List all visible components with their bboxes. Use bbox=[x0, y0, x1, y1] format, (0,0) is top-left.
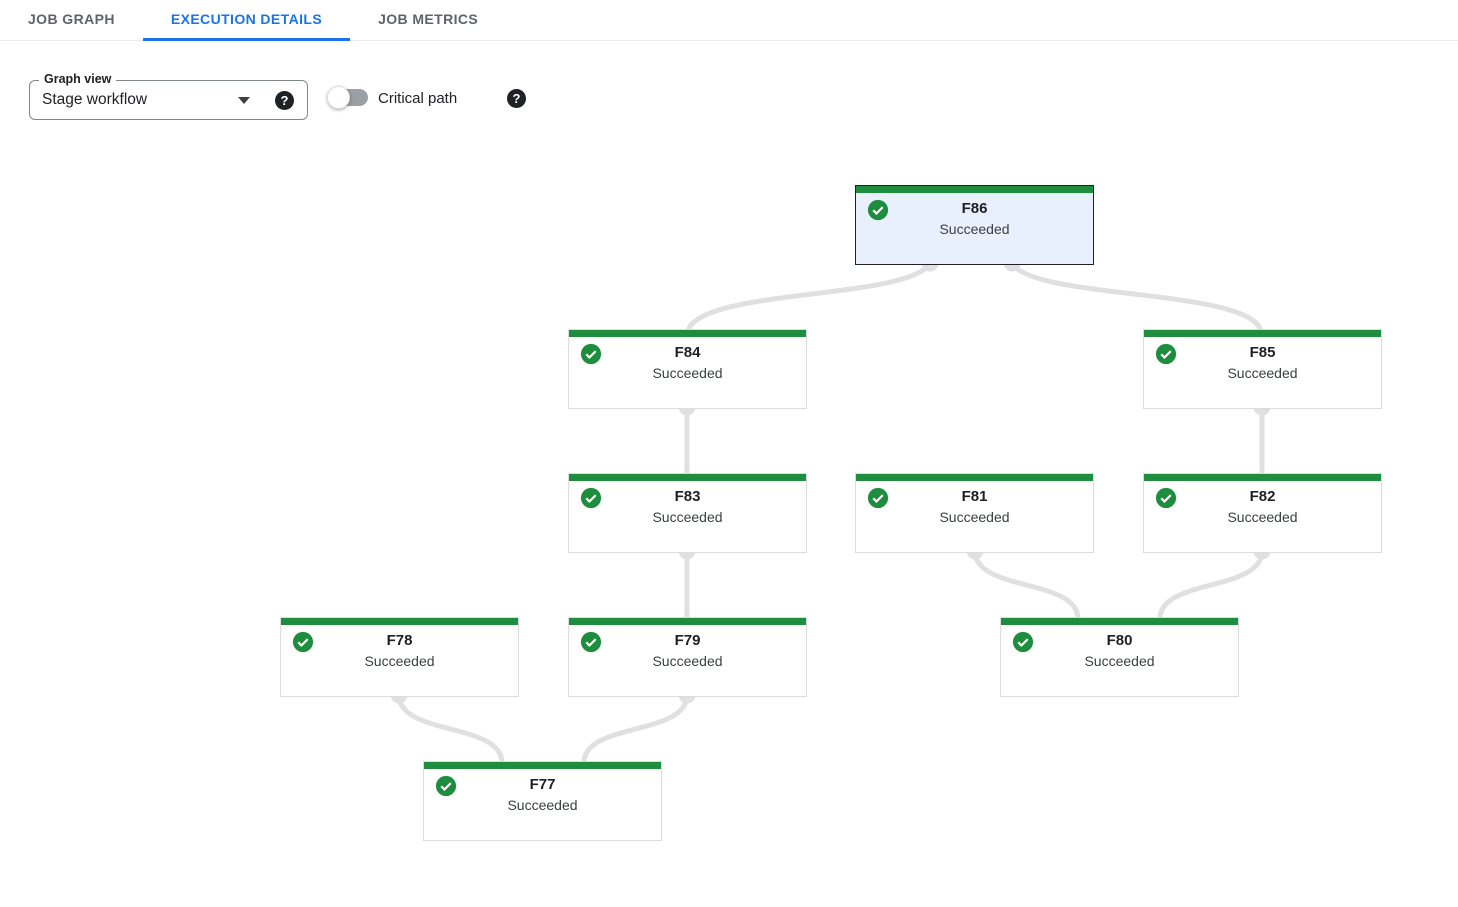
stage-status: Succeeded bbox=[507, 797, 578, 813]
edge-F86-F85 bbox=[1009, 260, 1264, 334]
tab-job-graph[interactable]: JOB GRAPH bbox=[28, 11, 115, 27]
help-icon[interactable]: ? bbox=[275, 91, 294, 110]
stage-node-F86[interactable]: F86 Succeeded bbox=[855, 185, 1094, 265]
check-circle-icon bbox=[580, 487, 602, 509]
stage-status: Succeeded bbox=[1227, 509, 1298, 525]
stage-name: F79 bbox=[674, 632, 701, 649]
stage-node-F84[interactable]: F84 Succeeded bbox=[568, 329, 807, 409]
edge-F78-F77 bbox=[396, 692, 505, 766]
stage-node-F83[interactable]: F83 Succeeded bbox=[568, 473, 807, 553]
stage-node-F85[interactable]: F85 Succeeded bbox=[1143, 329, 1382, 409]
stage-name: F80 bbox=[1106, 632, 1133, 649]
stage-status: Succeeded bbox=[652, 365, 723, 381]
edge-F82-F80 bbox=[1157, 548, 1265, 622]
edge-F79-F77 bbox=[581, 692, 690, 766]
check-circle-icon bbox=[580, 343, 602, 365]
stage-name: F81 bbox=[961, 488, 988, 505]
status-bar bbox=[569, 474, 806, 481]
check-circle-icon bbox=[867, 487, 889, 509]
status-bar bbox=[1001, 618, 1238, 625]
edge-F86-F84 bbox=[685, 260, 933, 334]
edge-F81-F80 bbox=[972, 548, 1081, 622]
stage-status: Succeeded bbox=[652, 509, 723, 525]
status-bar bbox=[569, 618, 806, 625]
tab-execution-details[interactable]: EXECUTION DETAILS bbox=[142, 0, 351, 41]
status-bar bbox=[856, 474, 1093, 481]
stage-status: Succeeded bbox=[1227, 365, 1298, 381]
stage-name: F82 bbox=[1249, 488, 1276, 505]
stage-status: Succeeded bbox=[652, 653, 723, 669]
stage-status: Succeeded bbox=[939, 509, 1010, 525]
stage-node-F78[interactable]: F78 Succeeded bbox=[280, 617, 519, 697]
graph-view-label: Graph view bbox=[39, 72, 117, 86]
stage-name: F78 bbox=[386, 632, 413, 649]
check-circle-icon bbox=[292, 631, 314, 653]
check-circle-icon bbox=[1155, 343, 1177, 365]
stage-node-F77[interactable]: F77 Succeeded bbox=[423, 761, 662, 841]
status-bar bbox=[856, 186, 1093, 193]
status-bar bbox=[424, 762, 661, 769]
stage-status: Succeeded bbox=[364, 653, 435, 669]
stage-node-F82[interactable]: F82 Succeeded bbox=[1143, 473, 1382, 553]
chevron-down-icon bbox=[238, 97, 250, 104]
critical-path-toggle[interactable] bbox=[327, 86, 368, 109]
status-bar bbox=[1144, 474, 1381, 481]
stage-status: Succeeded bbox=[939, 221, 1010, 237]
stage-node-F81[interactable]: F81 Succeeded bbox=[855, 473, 1094, 553]
check-circle-icon bbox=[435, 775, 457, 797]
stage-node-F80[interactable]: F80 Succeeded bbox=[1000, 617, 1239, 697]
stage-name: F77 bbox=[529, 776, 556, 793]
status-bar bbox=[1144, 330, 1381, 337]
tab-job-metrics[interactable]: JOB METRICS bbox=[378, 11, 479, 27]
check-circle-icon bbox=[580, 631, 602, 653]
stage-name: F83 bbox=[674, 488, 701, 505]
check-circle-icon bbox=[867, 199, 889, 221]
graph-view-value: Stage workflow bbox=[42, 91, 148, 108]
critical-path-label: Critical path bbox=[378, 89, 458, 107]
toggle-thumb bbox=[327, 86, 350, 109]
check-circle-icon bbox=[1155, 487, 1177, 509]
stage-node-F79[interactable]: F79 Succeeded bbox=[568, 617, 807, 697]
stage-status: Succeeded bbox=[1084, 653, 1155, 669]
status-bar bbox=[569, 330, 806, 337]
graph-view-select[interactable]: Graph view Stage workflow ? bbox=[29, 72, 308, 120]
stage-name: F84 bbox=[674, 344, 701, 361]
help-icon[interactable]: ? bbox=[507, 89, 526, 108]
tab-bar: JOB GRAPH EXECUTION DETAILS JOB METRICS bbox=[0, 0, 1458, 41]
status-bar bbox=[281, 618, 518, 625]
stage-name: F85 bbox=[1249, 344, 1276, 361]
stage-name: F86 bbox=[961, 200, 988, 217]
check-circle-icon bbox=[1012, 631, 1034, 653]
